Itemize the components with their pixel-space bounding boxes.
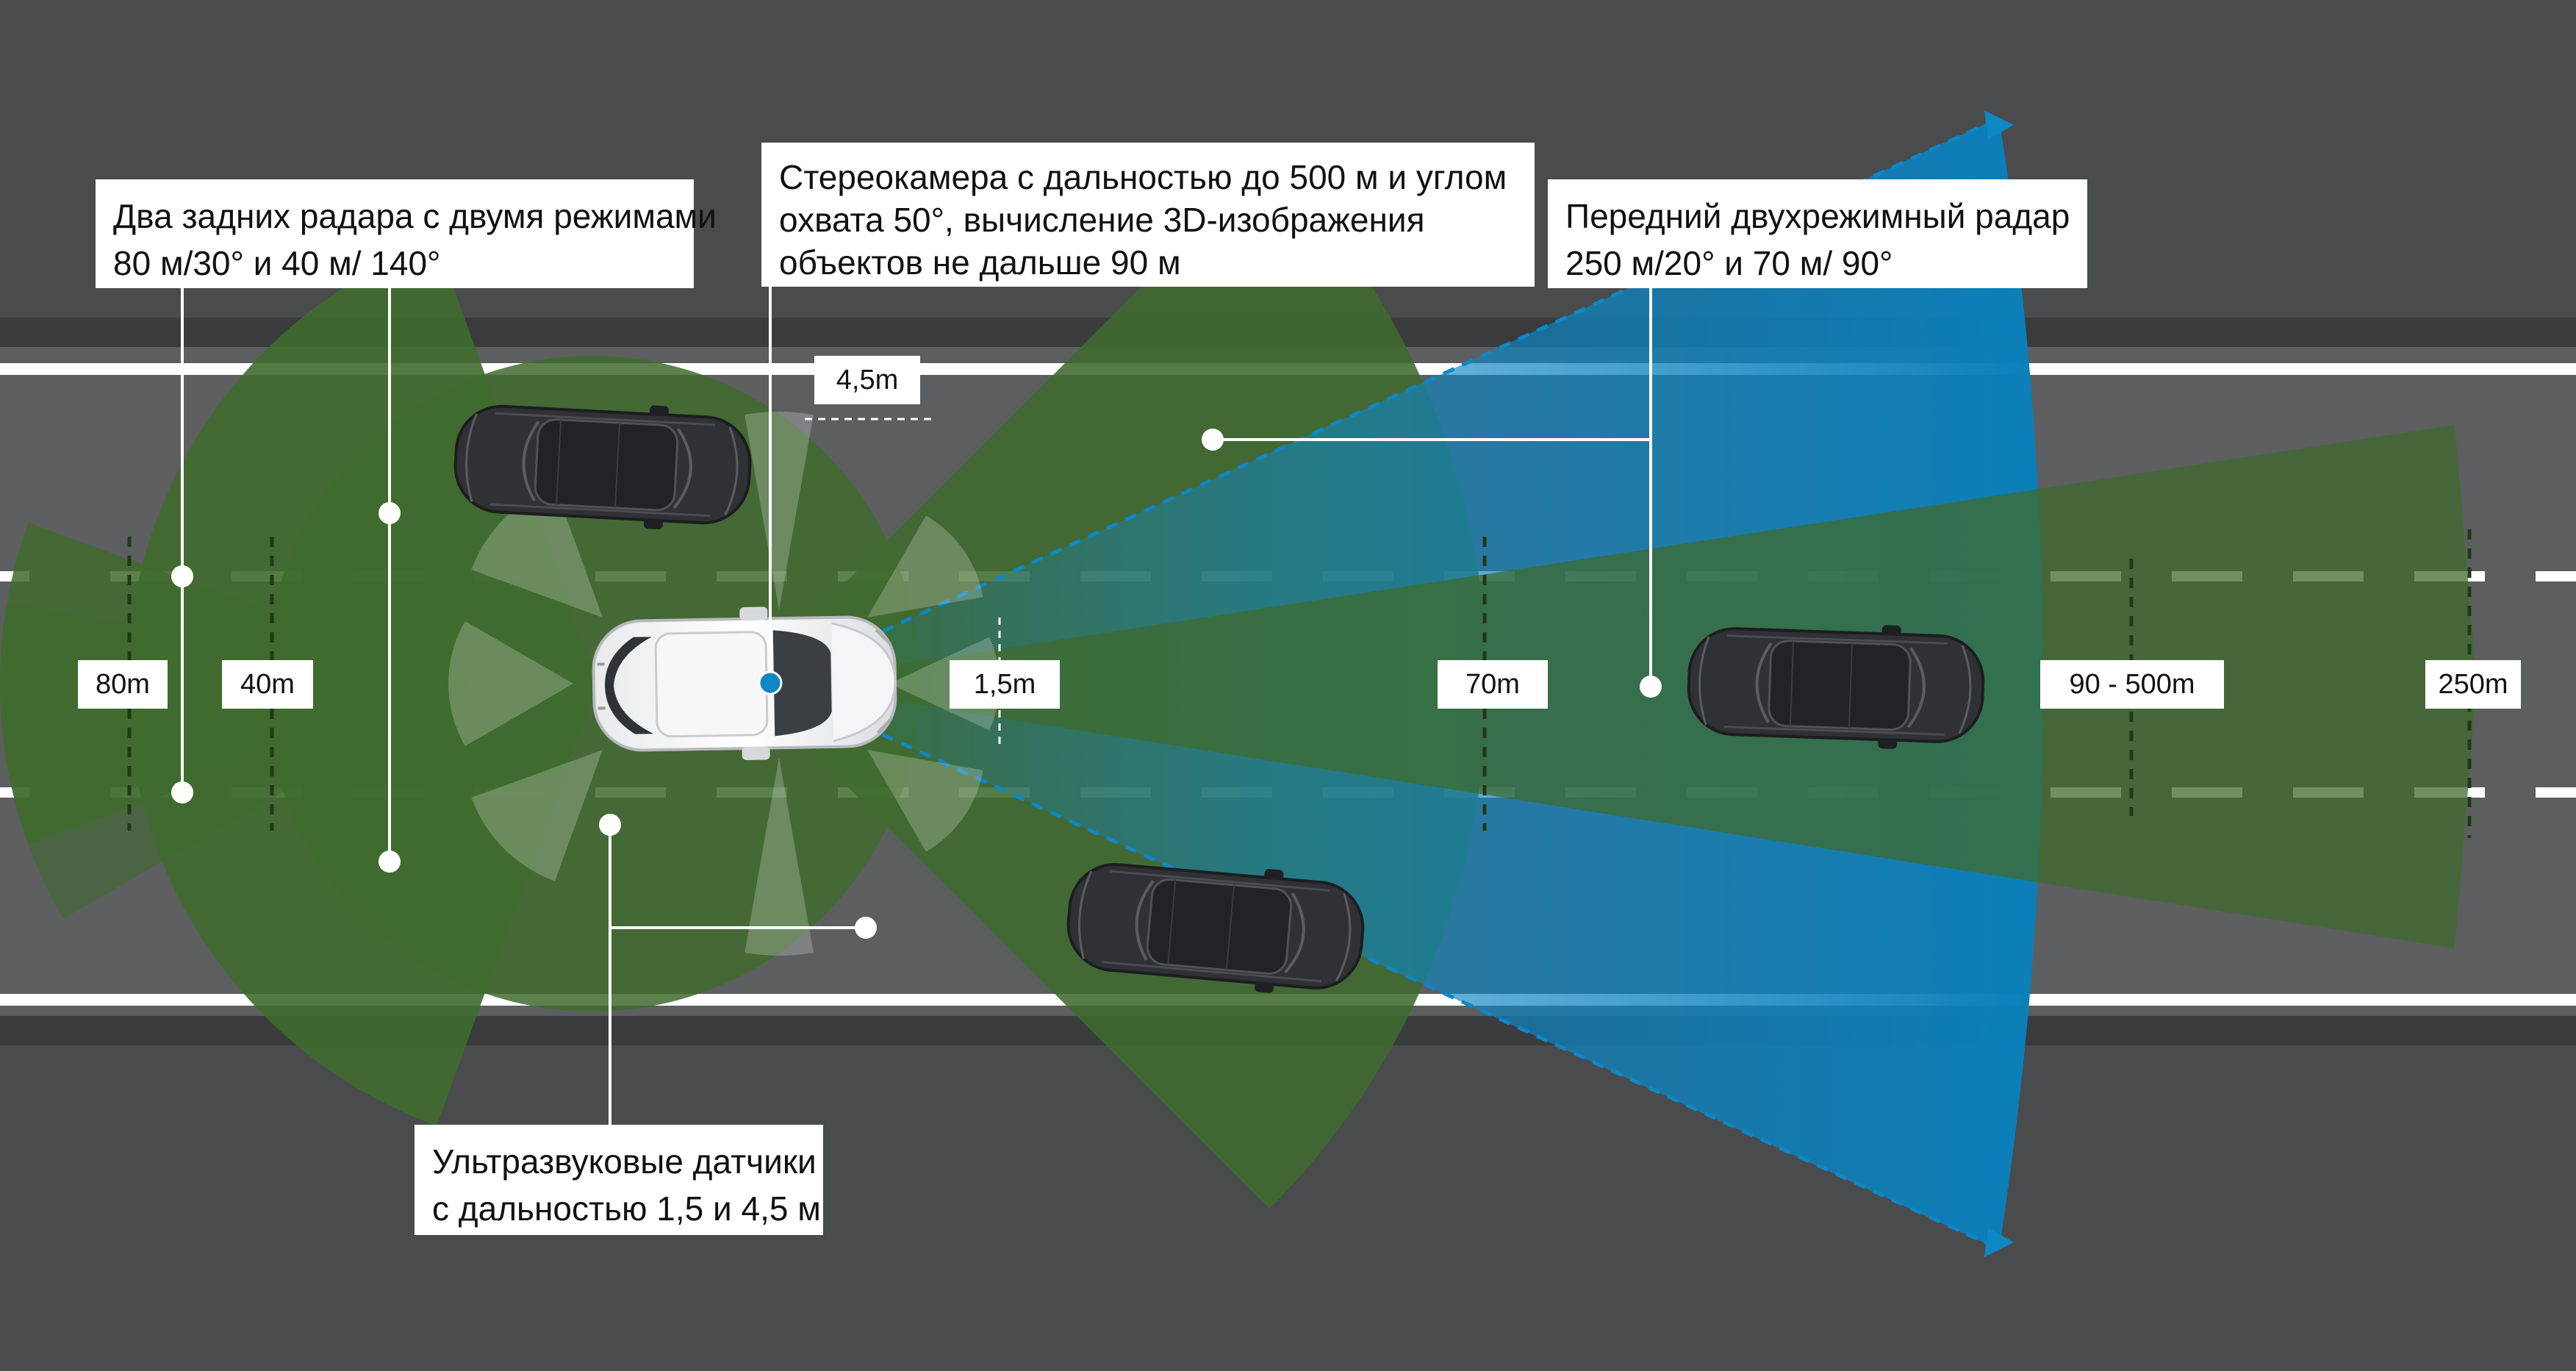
callout-stereo-camera-line-2: охвата 50°, вычисление 3D-изображения xyxy=(779,201,1425,239)
ultrasonic-zone xyxy=(471,750,603,881)
distance-label-250m: 250m xyxy=(2425,660,2521,709)
callout-rear-radars-line-2: 80 м/30° и 40 м/ 140° xyxy=(113,244,441,282)
callout-rear-radars: Два задних радара с двумя режимами 80 м/… xyxy=(96,179,717,288)
callout-stereo-camera-line-1: Стереокамера с дальностью до 500 м и угл… xyxy=(779,158,1507,196)
lane-dash xyxy=(2536,787,2576,798)
front-radar-long-beam xyxy=(779,425,2477,948)
lane-dash xyxy=(2536,571,2576,581)
ultrasonic-zone xyxy=(867,515,983,618)
distance-label-90-500m: 90 - 500m xyxy=(2040,660,2224,709)
distance-label-80m: 80m xyxy=(78,660,168,709)
camera-arrow-lower xyxy=(1984,1228,2014,1257)
distance-label-70m: 70m xyxy=(1438,660,1548,709)
leader-dot xyxy=(1640,676,1662,698)
leader-dot xyxy=(1202,429,1224,451)
callout-front-radar: Передний двухрежимный радар 250 м/20° и … xyxy=(1548,179,2087,288)
distance-label-40m: 40m xyxy=(222,660,313,709)
ultrasonic-zone xyxy=(867,750,983,852)
distance-label-1-5m: 1,5m xyxy=(950,660,1060,709)
ultrasonic-zone xyxy=(745,757,814,956)
callout-ultrasonic-line-2: с дальностью 1,5 и 4,5 м xyxy=(432,1189,821,1228)
leader-dot xyxy=(171,565,193,587)
leader-dot xyxy=(599,814,621,836)
leader-lines xyxy=(171,287,1662,1125)
leader-dot xyxy=(378,851,401,873)
callout-ultrasonic: Ультразвуковые датчики с дальностью 1,5 … xyxy=(415,1125,823,1235)
car-upper-left xyxy=(453,395,753,534)
callout-rear-radars-line-1: Два задних радара с двумя режимами xyxy=(113,197,717,235)
ultrasonic-zone xyxy=(745,412,814,610)
callout-stereo-camera-line-3: объектов не дальше 90 м xyxy=(779,243,1181,282)
callout-front-radar-line-1: Передний двухрежимный радар xyxy=(1565,197,2070,235)
ultrasonic-zone xyxy=(471,486,603,618)
callout-ultrasonic-line-1: Ультразвуковые датчики xyxy=(432,1142,817,1181)
car-right xyxy=(1687,618,1985,752)
ultrasonic-zone xyxy=(448,621,573,746)
leader-dot xyxy=(855,917,877,939)
callout-front-radar-line-2: 250 м/20° и 70 м/ 90° xyxy=(1565,244,1893,282)
leader-dot xyxy=(378,502,401,524)
distance-label-4-5m: 4,5m xyxy=(814,356,920,404)
callout-stereo-camera: Стереокамера с дальностью до 500 м и угл… xyxy=(761,143,1535,287)
ego-car xyxy=(592,606,897,760)
leader-dot xyxy=(171,781,193,803)
camera-marker xyxy=(758,670,783,695)
camera-arrow-upper xyxy=(1984,110,2014,140)
